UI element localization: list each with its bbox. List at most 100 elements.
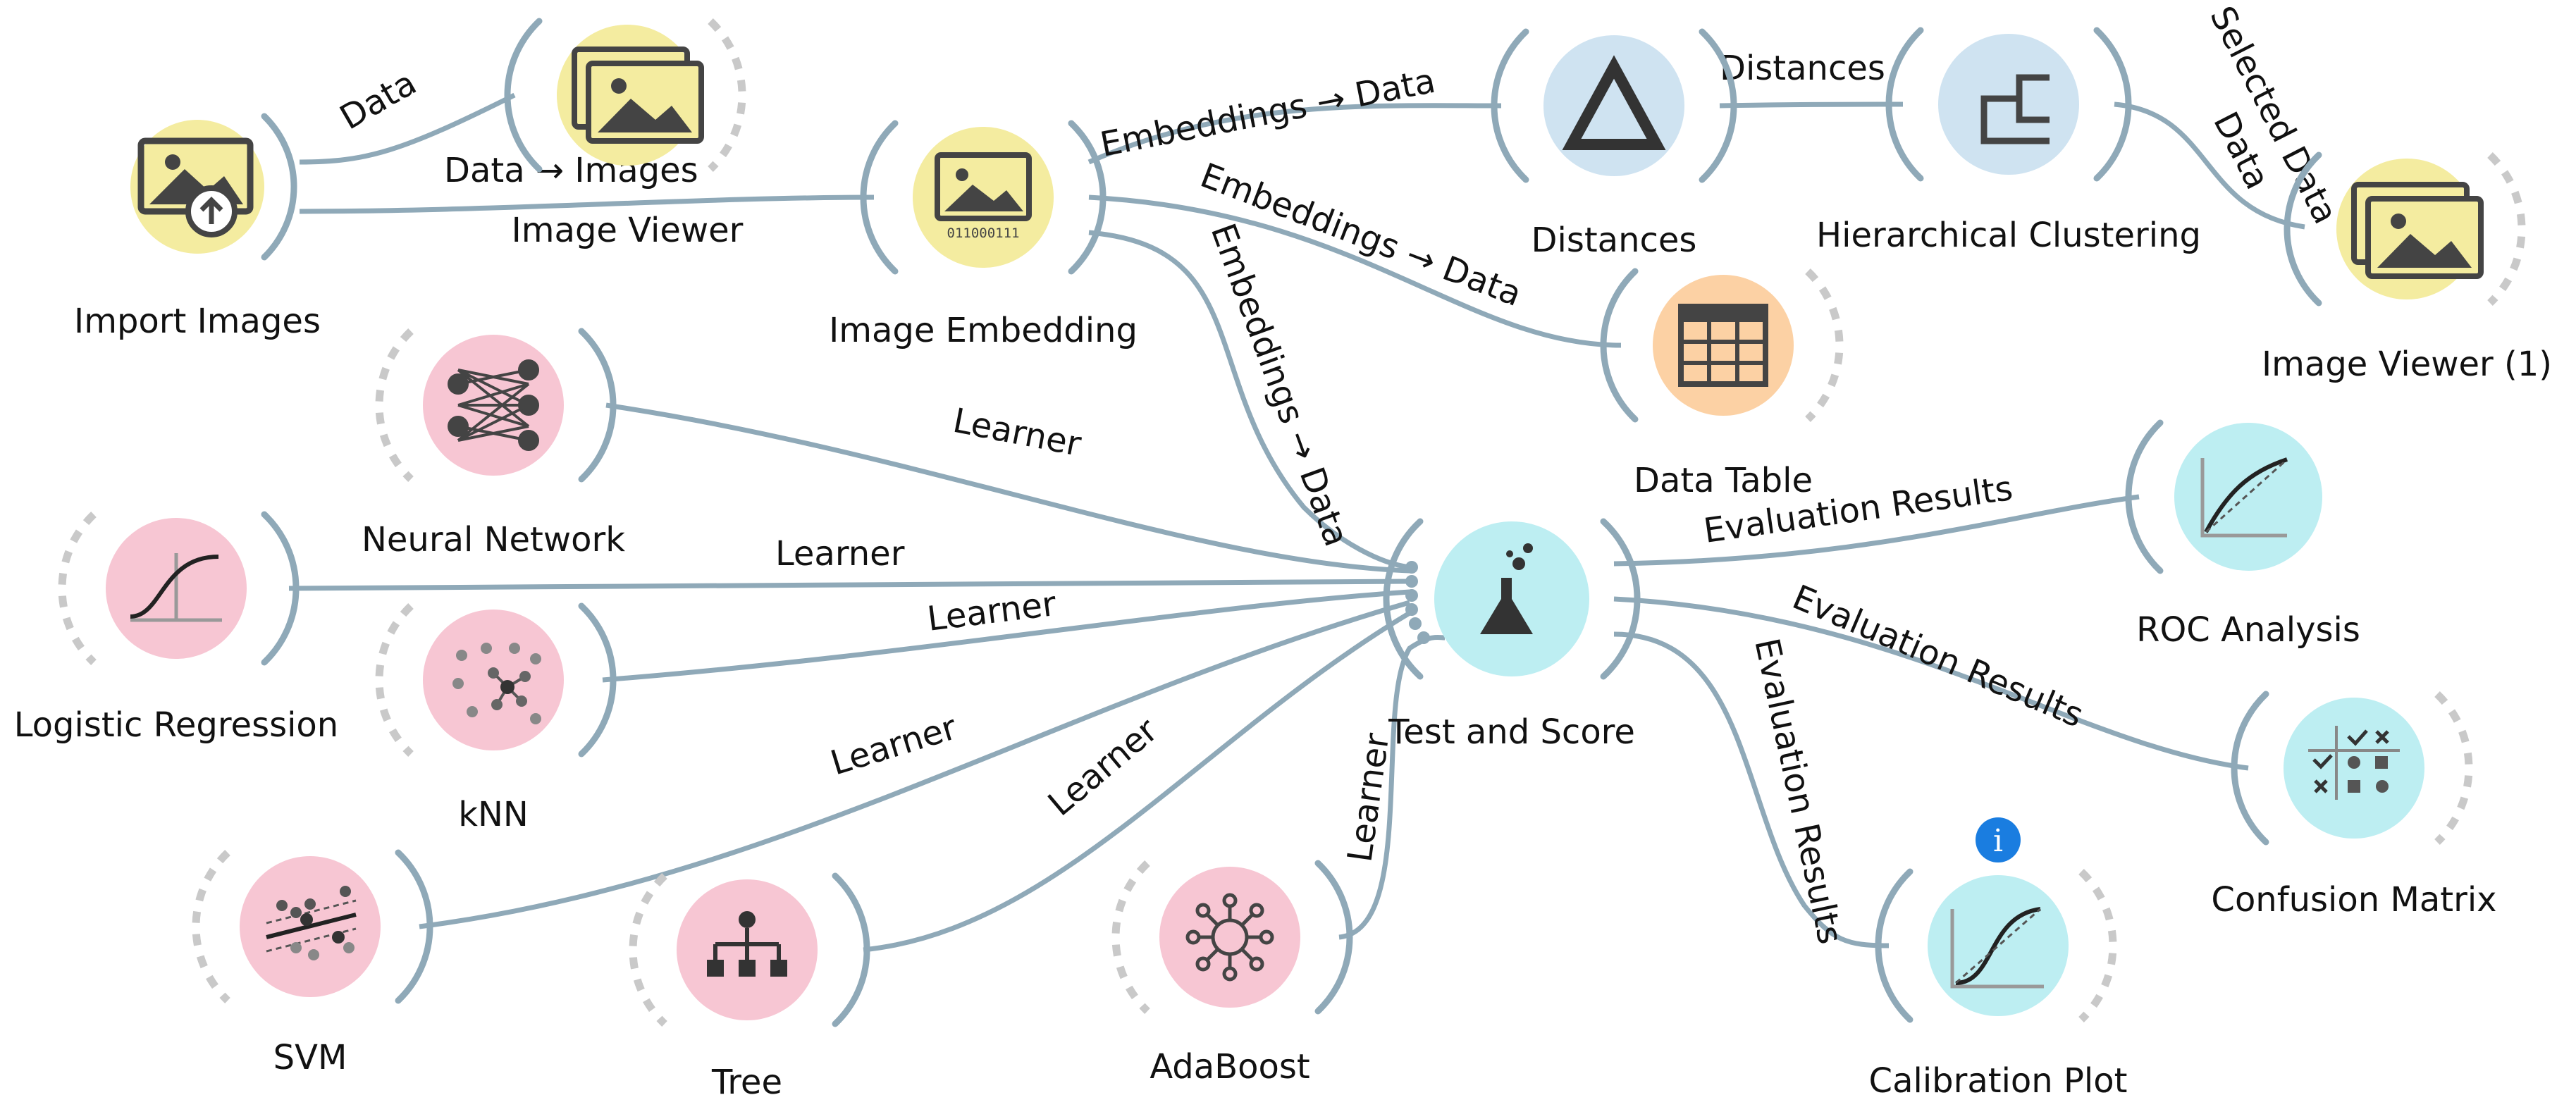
label-data: Data xyxy=(333,63,423,138)
node-body[interactable] xyxy=(1653,275,1794,416)
input-anchor-empty xyxy=(375,328,414,482)
output-anchor xyxy=(1068,120,1107,275)
node-tree[interactable]: Tree xyxy=(629,872,870,1102)
label-distances: Distances xyxy=(1720,49,1885,88)
label-learner-svm: Learner xyxy=(826,707,961,783)
input-anchor-empty xyxy=(375,603,414,757)
node-distances[interactable]: Distances xyxy=(1491,28,1737,260)
calibration-icon xyxy=(1950,907,2044,989)
node-image-embedding[interactable]: 011000111 Image Embedding xyxy=(829,120,1138,350)
link-svm-to-testscore[interactable] xyxy=(419,600,1410,929)
output-anchor xyxy=(1600,518,1641,680)
node-logistic-regression[interactable]: Logistic Regression xyxy=(14,511,338,745)
node-title: Distances xyxy=(1532,221,1697,260)
link-testscore-to-roc[interactable] xyxy=(1613,494,2140,567)
link-tree-to-testscore[interactable] xyxy=(863,610,1411,953)
node-title: Data Table xyxy=(1634,461,1813,500)
node-neural-network[interactable]: Neural Network xyxy=(362,328,625,559)
node-image-viewer-1[interactable]: Image Viewer (1) xyxy=(2262,151,2552,384)
node-title: Confusion Matrix xyxy=(2211,880,2496,920)
dendrogram-icon xyxy=(1980,74,2050,144)
binary-text: 011000111 xyxy=(947,225,1020,241)
neural-network-icon xyxy=(448,359,539,451)
node-roc-analysis[interactable]: ROC Analysis xyxy=(2125,419,2360,650)
output-anchor xyxy=(832,872,870,1027)
link-knn-to-testscore[interactable] xyxy=(602,589,1410,683)
node-title: Tree xyxy=(711,1063,782,1102)
input-anchor xyxy=(860,120,899,275)
node-title: kNN xyxy=(458,795,529,834)
node-title: Test and Score xyxy=(1388,712,1635,752)
node-title: Hierarchical Clustering xyxy=(1816,216,2201,255)
info-badge[interactable]: i xyxy=(1976,817,2021,862)
output-anchor xyxy=(261,511,300,666)
node-adaboost[interactable]: AdaBoost xyxy=(1111,860,1353,1087)
image-viewer-icon xyxy=(2351,182,2484,279)
output-anchor-empty xyxy=(2487,152,2526,306)
node-title: AdaBoost xyxy=(1150,1047,1309,1087)
node-test-and-score[interactable]: Test and Score xyxy=(1383,518,1641,752)
input-anchor xyxy=(1491,28,1529,183)
label-embeddings-data-3: Embeddings → Data xyxy=(1203,218,1357,552)
input-anchor-empty xyxy=(1111,860,1150,1014)
info-icon: i xyxy=(1993,823,2003,859)
node-title: Logistic Regression xyxy=(14,705,338,745)
node-title: Image Viewer xyxy=(512,211,744,250)
input-anchor-empty xyxy=(629,873,667,1027)
output-anchor-empty xyxy=(1805,268,1844,422)
output-anchor xyxy=(395,849,433,1004)
node-image-viewer[interactable]: Image Viewer xyxy=(504,18,746,250)
node-body[interactable] xyxy=(1938,34,2079,175)
input-anchor-empty xyxy=(192,850,230,1003)
output-anchor xyxy=(1699,28,1737,183)
node-confusion-matrix[interactable]: Confusion Matrix xyxy=(2211,691,2497,920)
input-anchor xyxy=(1600,268,1639,423)
label-learner-nn: Learner xyxy=(950,401,1085,464)
node-title: Calibration Plot xyxy=(1869,1061,2128,1101)
output-anchor xyxy=(261,113,297,261)
input-anchor xyxy=(1875,868,1913,1023)
input-connectors xyxy=(1405,561,1430,644)
node-title: SVM xyxy=(273,1038,347,1077)
label-embeddings-data-1: Embeddings → Data xyxy=(1097,61,1438,165)
output-anchor xyxy=(1314,860,1353,1015)
node-import-images[interactable]: Import Images xyxy=(74,113,321,341)
link-lr-to-testscore[interactable] xyxy=(288,579,1410,591)
roc-icon xyxy=(2200,457,2288,538)
node-calibration-plot[interactable]: i Calibration Plot xyxy=(1869,817,2128,1101)
sigmoid-icon xyxy=(130,553,222,622)
node-knn[interactable]: kNN xyxy=(375,602,617,834)
link-import-to-embedding[interactable] xyxy=(299,194,875,214)
node-title: Image Embedding xyxy=(829,311,1138,350)
input-anchor xyxy=(1885,27,1924,182)
node-title: Neural Network xyxy=(362,520,625,559)
node-body[interactable] xyxy=(1159,867,1300,1008)
node-svm[interactable]: SVM xyxy=(192,849,433,1077)
input-anchor xyxy=(2284,151,2322,307)
input-anchor xyxy=(2231,691,2269,846)
link-embedding-to-datatable[interactable] xyxy=(1088,194,1622,348)
node-body[interactable] xyxy=(423,610,564,750)
node-data-table[interactable]: Data Table xyxy=(1600,268,1844,500)
link-testscore-to-cal[interactable] xyxy=(1613,631,1890,948)
link-testscore-to-cm[interactable] xyxy=(1613,596,2249,771)
links xyxy=(288,92,2305,953)
link-import-to-viewer[interactable] xyxy=(299,92,516,165)
image-embedding-icon: 011000111 xyxy=(935,152,1032,241)
input-anchor-empty xyxy=(58,512,97,665)
node-body[interactable] xyxy=(2174,423,2322,571)
image-viewer-icon xyxy=(572,47,704,144)
node-body[interactable] xyxy=(1928,875,2069,1016)
link-embedding-to-testscore[interactable] xyxy=(1088,230,1410,570)
link-clustering-to-viewer1[interactable] xyxy=(2114,101,2305,230)
import-images-icon xyxy=(137,137,254,237)
node-hierarchical-clustering[interactable]: Hierarchical Clustering xyxy=(1816,27,2201,255)
link-nn-to-testscore[interactable] xyxy=(605,402,1410,574)
output-anchor xyxy=(2093,27,2132,182)
distances-icon xyxy=(1562,55,1666,150)
output-anchor-empty xyxy=(708,18,746,172)
link-distances-to-clustering[interactable] xyxy=(1719,101,1904,109)
label-eval-cm: Evaluation Results xyxy=(1787,577,2089,735)
link-embedding-to-distances[interactable] xyxy=(1087,103,1502,165)
